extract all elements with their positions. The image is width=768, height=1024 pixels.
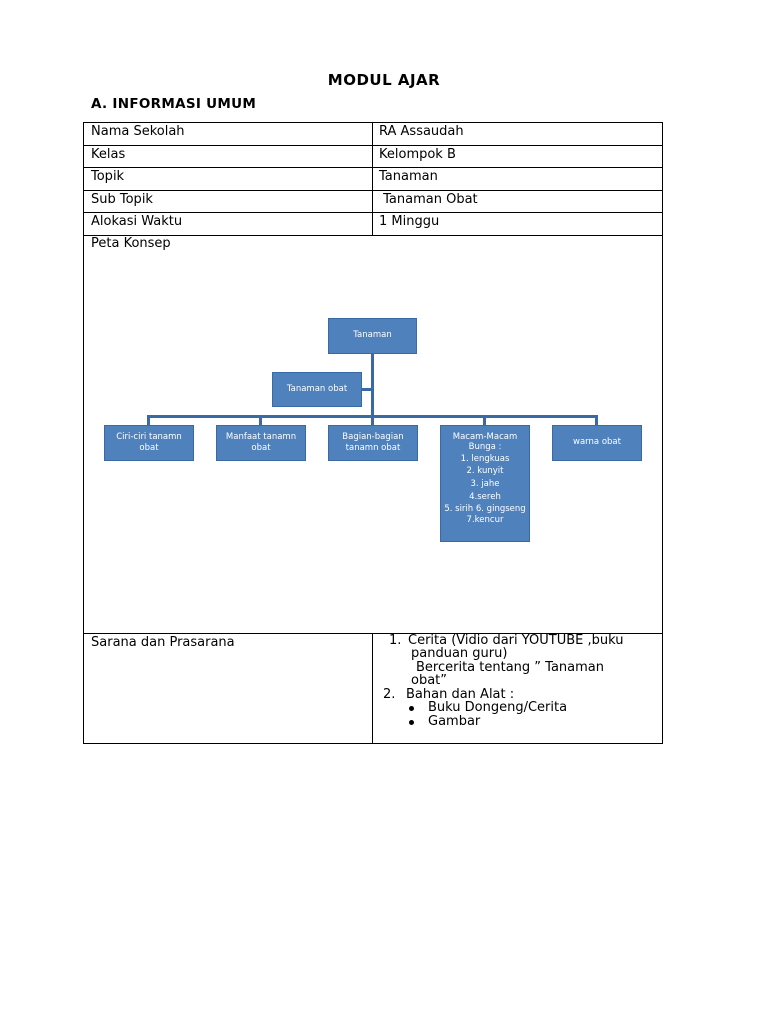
- node-macam-title-1: Macam-Macam: [452, 431, 518, 442]
- node-tanaman-obat: Tanaman obat: [272, 371, 362, 407]
- node-tanaman-label: Tanaman: [353, 330, 392, 341]
- row-value: Tanaman: [379, 169, 438, 184]
- row-label: Alokasi Waktu: [84, 213, 373, 235]
- node-manfaat-label-2: obat: [251, 442, 271, 453]
- node-ciri-ciri-label-2: obat: [139, 442, 159, 453]
- row-value: RA Assaudah: [379, 124, 464, 139]
- table-row: Sub Topik Tanaman Obat: [84, 190, 662, 213]
- bullet-icon: [409, 705, 414, 711]
- connector-drop-bagian: [371, 414, 374, 426]
- list-item-text: Cerita (Vidio dari YOUTUBE ,buku: [408, 632, 624, 648]
- table-row: Topik Tanaman: [84, 168, 662, 191]
- node-macam-item: 5. sirih 6. gingseng: [444, 503, 526, 514]
- node-ciri-ciri-label-1: Ciri-ciri tanamn: [116, 432, 182, 442]
- node-manfaat: Manfaat tanamn obat: [216, 424, 306, 461]
- node-macam-item: 2. kunyit: [466, 466, 504, 477]
- bullet-item: Buku Dongeng/Cerita: [428, 699, 568, 715]
- node-tanaman: Tanaman: [328, 317, 417, 354]
- node-macam-macam: Macam-Macam Bunga : 1. lengkuas 2. kunyi…: [440, 424, 530, 542]
- table-row-sarana: Sarana dan Prasarana 1. Cerita (Vidio da…: [84, 632, 662, 743]
- concept-map-row: Peta Konsep Tanaman Tanaman obat Ciri-ci…: [84, 236, 662, 634]
- list-item-text: Bahan dan Alat :: [406, 686, 515, 702]
- connector-sub-branch: [362, 387, 372, 391]
- node-tanaman-obat-label: Tanaman obat: [286, 383, 348, 394]
- section-heading: A. INFORMASI UMUM: [91, 96, 257, 112]
- node-bagian-label-1: Bagian-bagian: [342, 432, 404, 442]
- node-warna-obat-label: warna obat: [573, 437, 621, 448]
- row-value: 1 Minggu: [379, 214, 440, 229]
- node-warna-obat: warna obat: [552, 424, 642, 461]
- table-row: Alokasi Waktu 1 Minggu: [84, 213, 662, 236]
- node-bagian-label-2: tanamn obat: [345, 442, 401, 453]
- node-ciri-ciri: Ciri-ciri tanamn obat: [104, 424, 194, 461]
- node-macam-item: 4.sereh: [469, 491, 501, 502]
- table-row: Kelas Kelompok B: [84, 145, 662, 168]
- list-item-text: panduan guru): [411, 646, 508, 661]
- bullet-item: Gambar: [428, 713, 481, 729]
- list-item-text: obat”: [411, 673, 448, 688]
- node-manfaat-label-1: Manfaat tanamn: [225, 432, 297, 442]
- connector-drop-warna: [595, 414, 598, 426]
- connector-horizontal-bar: [147, 414, 598, 418]
- info-table: Nama Sekolah RA Assaudah Kelas Kelompok …: [83, 122, 663, 744]
- bullet-icon: [409, 719, 414, 725]
- connector-root-trunk: [371, 353, 374, 417]
- row-label: Kelas: [84, 145, 373, 167]
- row-value: Tanaman Obat: [379, 191, 478, 207]
- list-number: 2.: [383, 686, 396, 702]
- row-label: Nama Sekolah: [84, 123, 373, 145]
- row-value: Kelompok B: [379, 146, 456, 162]
- sarana-label: Sarana dan Prasarana: [84, 633, 373, 743]
- table-row: Nama Sekolah RA Assaudah: [84, 123, 662, 146]
- connector-drop-ciri: [147, 414, 150, 426]
- node-macam-item: 3. jahe: [470, 479, 500, 490]
- list-number: 1.: [389, 632, 402, 648]
- node-bagian: Bagian-bagian tanamn obat: [328, 424, 418, 461]
- connector-drop-macam: [483, 414, 486, 426]
- concept-map-label: Peta Konsep: [91, 235, 171, 251]
- sarana-content: 1. Cerita (Vidio dari YOUTUBE ,buku pand…: [373, 632, 662, 743]
- row-label: Sub Topik: [84, 190, 373, 212]
- node-macam-item: 1. lengkuas: [460, 453, 510, 464]
- document-title: MODUL AJAR: [327, 71, 441, 89]
- node-macam-title-2: Bunga :: [468, 441, 502, 452]
- list-item-text: Bercerita tentang ” Tanaman: [416, 659, 604, 675]
- connector-drop-manfaat: [259, 414, 262, 426]
- row-label: Topik: [84, 168, 373, 190]
- node-macam-item: 7.kencur: [466, 515, 504, 526]
